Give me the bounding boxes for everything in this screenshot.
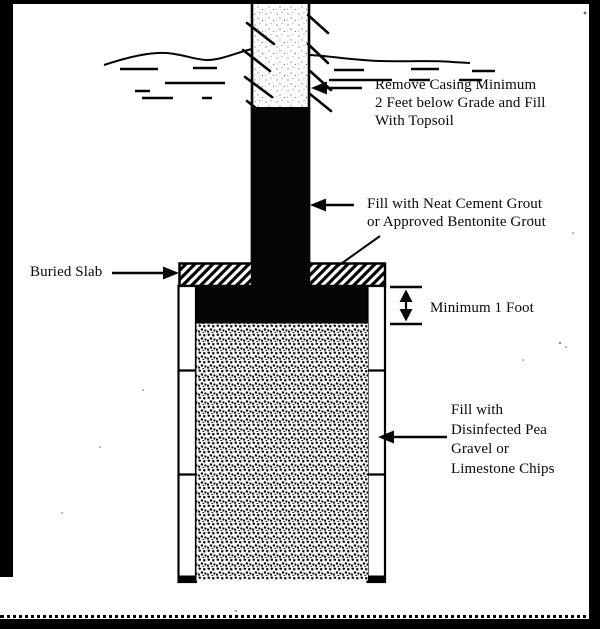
down-arrowhead-icon xyxy=(399,309,413,322)
callout-remove-casing: Remove Casing Minimum 2 Feet below Grade… xyxy=(375,77,546,129)
wall-bottom-caps xyxy=(177,575,386,583)
arrow-gravel xyxy=(378,430,447,444)
callout-buried-slab: Buried Slab xyxy=(30,264,103,280)
ground-surface-line xyxy=(103,48,471,66)
arrow-buried-slab xyxy=(112,266,179,280)
wall-joint-lines xyxy=(178,369,385,476)
arrow-remove-casing xyxy=(311,81,362,95)
scan-border-top xyxy=(0,0,589,4)
scan-border-bottom xyxy=(0,619,600,629)
grout-leader-line xyxy=(337,235,381,267)
cement-grout-fill xyxy=(195,107,370,324)
pit-walls xyxy=(177,284,387,584)
casing-topsoil-fill xyxy=(253,4,308,108)
scan-border-left xyxy=(0,0,13,577)
left-arrowhead-icon xyxy=(310,198,326,212)
scan-border-right xyxy=(589,0,600,619)
callout-grout-fill: Fill with Neat Cement Grout or Approved … xyxy=(367,196,546,230)
soil-dashes xyxy=(120,66,495,100)
scan-noise xyxy=(61,11,587,612)
left-arrowhead-icon xyxy=(311,81,327,95)
up-arrowhead-icon xyxy=(399,289,413,302)
casing-break-marks xyxy=(241,13,333,123)
dimension-arrow-minimum-1-foot xyxy=(390,285,422,326)
callout-gravel-fill: Fill with Disinfected Pea Gravel or Lime… xyxy=(451,402,555,477)
scan-border-dotted-line xyxy=(0,615,600,618)
right-arrowhead-icon xyxy=(163,266,179,280)
left-arrowhead-icon xyxy=(378,430,394,444)
arrow-grout xyxy=(310,198,381,267)
pea-gravel-fill xyxy=(196,323,368,581)
callout-minimum-1-foot: Minimum 1 Foot xyxy=(430,300,534,316)
